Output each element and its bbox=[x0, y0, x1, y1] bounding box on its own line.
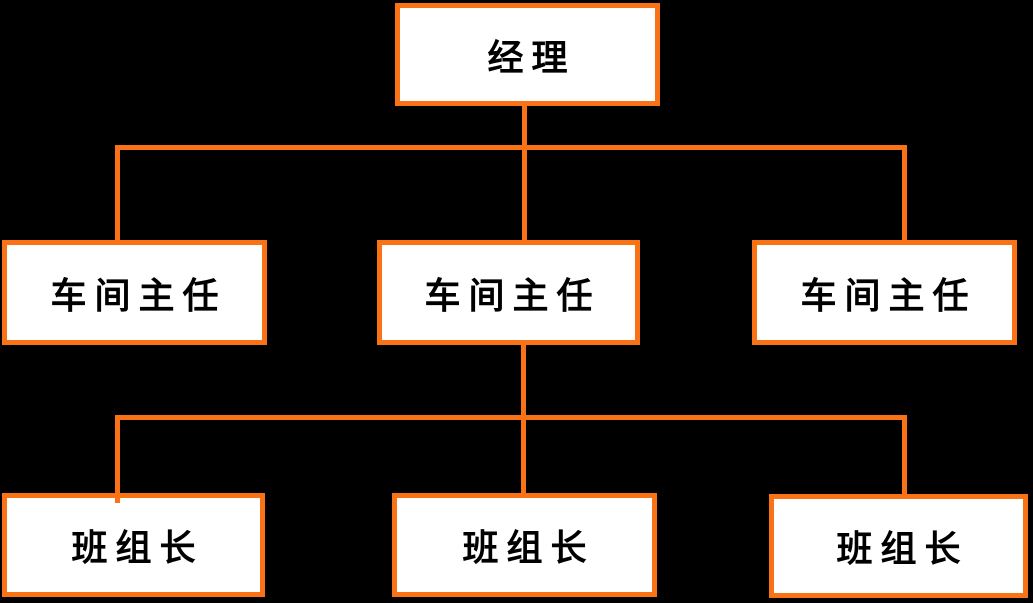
node-leader-1-label: 班组长 bbox=[71, 527, 204, 569]
node-leader-2: 班组长 bbox=[392, 493, 657, 597]
node-leader-3: 班组长 bbox=[769, 494, 1028, 598]
node-supervisor-2-label: 车间主任 bbox=[424, 274, 601, 317]
node-supervisor-2: 车间主任 bbox=[377, 240, 640, 345]
connector-row2-right-drop bbox=[902, 415, 907, 495]
connector-row1-horizontal bbox=[115, 145, 907, 150]
node-manager-label: 经理 bbox=[487, 36, 576, 79]
connector-row1-left-drop bbox=[115, 145, 120, 240]
connector-row2-horizontal bbox=[115, 415, 907, 420]
node-leader-3-label: 班组长 bbox=[836, 528, 969, 570]
connector-row2-left-drop bbox=[115, 415, 120, 503]
node-leader-1: 班组长 bbox=[2, 493, 265, 597]
node-supervisor-1-label: 车间主任 bbox=[50, 274, 227, 317]
node-supervisor-3-label: 车间主任 bbox=[800, 274, 977, 317]
node-manager: 经理 bbox=[395, 3, 660, 106]
connector-row1-right-drop bbox=[902, 145, 907, 240]
node-supervisor-3: 车间主任 bbox=[752, 240, 1017, 345]
node-leader-2-label: 班组长 bbox=[462, 527, 595, 569]
node-supervisor-1: 车间主任 bbox=[2, 240, 267, 345]
connector-manager-stem bbox=[522, 106, 527, 240]
